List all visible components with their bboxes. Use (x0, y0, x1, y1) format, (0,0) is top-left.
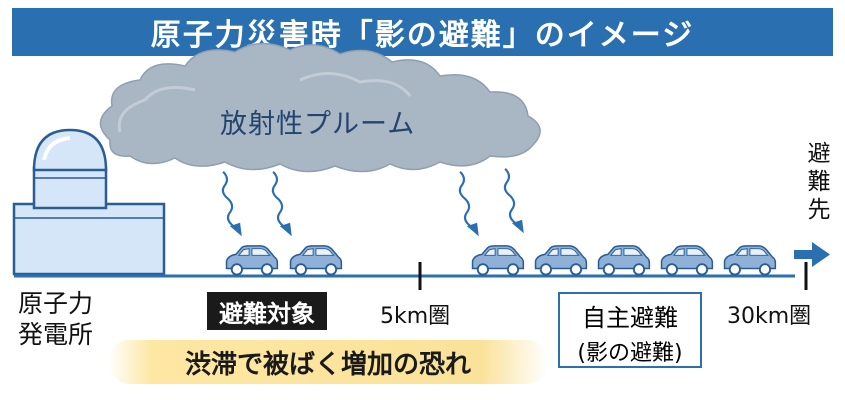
destination-label: 避 難 先 (807, 141, 831, 223)
power-plant-label: 原子力 発電所 (18, 289, 94, 349)
car-icon (723, 244, 777, 276)
fallout-arrow-icon (221, 170, 243, 238)
page-title: 原子力災害時「影の避難」のイメージ (150, 18, 695, 53)
title-bar: 原子力災害時「影の避難」のイメージ (12, 8, 833, 56)
car-icon (471, 244, 525, 276)
evacuation-target-badge: 避難対象 (207, 292, 327, 330)
destination-arrow-icon (794, 242, 830, 267)
car-icon (597, 244, 651, 276)
self-evacuation-subtitle: (影の避難) (577, 341, 683, 366)
fallout-arrow-icon (458, 170, 480, 238)
km30-label: 30km圏 (727, 304, 812, 329)
car-icon (534, 244, 588, 276)
car-icon (289, 244, 343, 276)
risk-text: 渋滞で被ばく増加の恐れ (184, 349, 471, 380)
risk-banner: 渋滞で被ばく増加の恐れ (108, 340, 548, 384)
fallout-arrow-icon (271, 170, 293, 238)
power-plant-icon (12, 128, 166, 276)
km5-label: 5km圏 (380, 304, 451, 329)
car-icon (225, 244, 279, 276)
self-evacuation-box: 自主避難 (影の避難) (558, 292, 702, 368)
plume-label: 放射性プルーム (220, 109, 416, 140)
self-evacuation-title: 自主避難 (582, 304, 678, 332)
cloud-icon (99, 42, 541, 173)
fallout-arrow-icon (503, 167, 526, 235)
car-icon (660, 244, 714, 276)
evacuation-target-label: 避難対象 (219, 299, 315, 328)
